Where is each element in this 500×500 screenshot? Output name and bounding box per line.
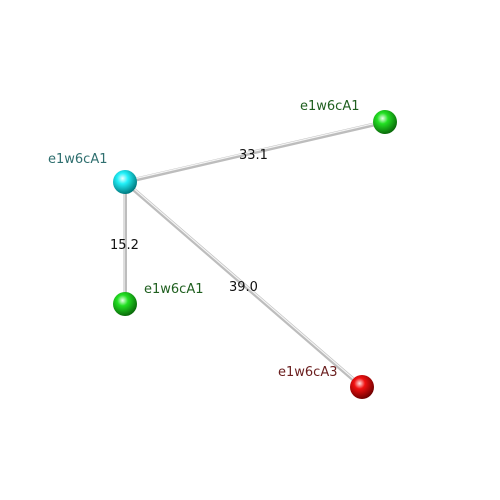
edges-layer (123, 120, 387, 389)
node-label-n0: e1w6cA1 (48, 152, 107, 167)
node-label-n2: e1w6cA1 (144, 282, 203, 297)
node-n3-sphere[interactable] (350, 375, 374, 399)
node-n0-sphere[interactable] (113, 170, 137, 194)
edge-label-n0-n3: 39.0 (229, 280, 258, 295)
nodes-layer (113, 110, 397, 399)
edge-line-n0-n1 (123, 120, 387, 184)
edge-label-n0-n2: 15.2 (110, 238, 139, 253)
node-n2-sphere[interactable] (113, 292, 137, 316)
edge-label-n0-n1: 33.1 (239, 148, 268, 163)
node-n1-sphere[interactable] (373, 110, 397, 134)
node-label-n1: e1w6cA1 (300, 99, 359, 114)
node-label-n3: e1w6cA3 (278, 365, 337, 380)
edge-labels-layer: 33.1 15.2 39.0 (110, 148, 268, 295)
node-labels-layer: e1w6cA1 e1w6cA1 e1w6cA1 e1w6cA3 (48, 99, 359, 380)
edge-line-n0-n3 (123, 180, 364, 389)
edge-highlight-n0-n3 (124, 180, 363, 387)
edge-highlight-n0-n1 (124, 120, 386, 182)
